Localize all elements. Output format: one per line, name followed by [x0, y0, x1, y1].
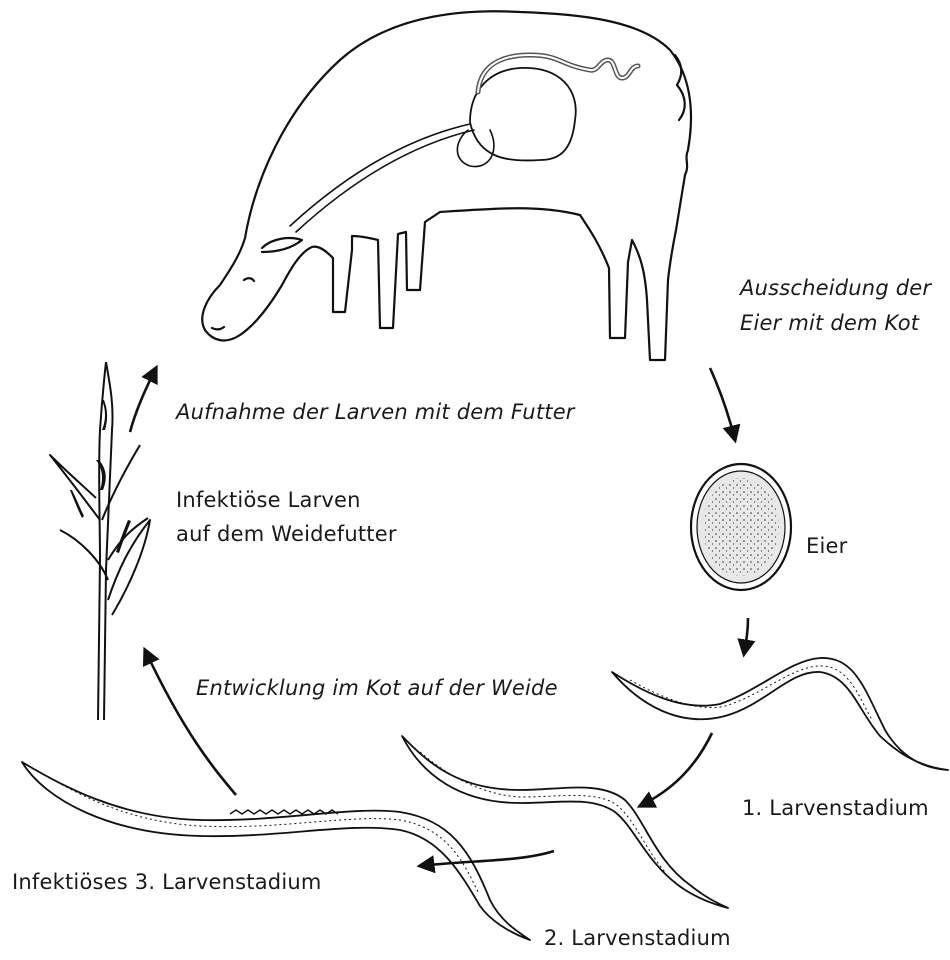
- arrow-larva2-to-larva3: [420, 851, 554, 866]
- label-infektioese-larven-line2: auf dem Weidefutter: [176, 518, 397, 551]
- label-larvenstadium-2: 2. Larvenstadium: [544, 922, 731, 955]
- label-eier: Eier: [806, 530, 847, 563]
- label-aufnahme: Aufnahme der Larven mit dem Futter: [176, 396, 575, 429]
- cycle-arrows: [130, 368, 748, 866]
- larva-stage-2: [402, 736, 728, 908]
- sheep-illustration: [202, 11, 691, 360]
- arrow-sheep-to-egg: [710, 368, 735, 440]
- egg-illustration: [691, 464, 791, 590]
- label-larvenstadium-3: Infektiöses 3. Larvenstadium: [12, 866, 322, 899]
- arrow-egg-to-larva1: [744, 618, 748, 654]
- arrow-grass-to-sheep: [130, 368, 156, 432]
- label-ausscheidung-line2: Eier mit dem Kot: [740, 307, 919, 340]
- label-entwicklung: Entwicklung im Kot auf der Weide: [196, 672, 558, 705]
- larva-stage-1: [612, 658, 948, 770]
- arrow-larva1-to-larva2: [640, 733, 712, 806]
- label-ausscheidung-line1: Ausscheidung der: [740, 272, 931, 305]
- label-infektioese-larven-line1: Infektiöse Larven: [176, 484, 361, 517]
- label-larvenstadium-1: 1. Larvenstadium: [742, 792, 929, 825]
